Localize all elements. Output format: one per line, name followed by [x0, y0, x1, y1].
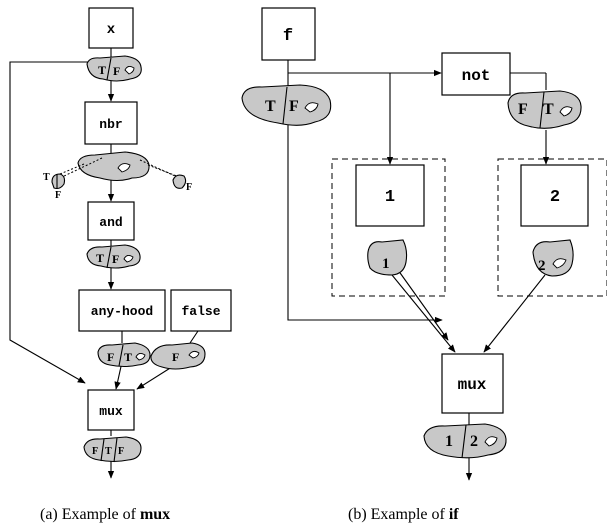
and-blob-F: F — [112, 252, 119, 266]
mux-b-blob-divider — [461, 424, 467, 459]
node-mux-b-box — [441, 353, 504, 414]
x-blob-divider — [106, 57, 112, 81]
mux-b-output-blob — [423, 423, 507, 459]
not-blob-hole — [559, 106, 573, 117]
node-anyhood-box — [78, 289, 166, 332]
and-blob-T: T — [96, 251, 104, 265]
caption-a: (a) Example of mux — [40, 506, 170, 523]
f-blob-F: F — [289, 98, 299, 115]
false-output-blob — [150, 342, 206, 370]
panel-b: f T F not F T 1 1 2 2 mux 1 2 (b) Exa — [241, 7, 607, 523]
f-output-blob — [241, 84, 332, 126]
node-anyhood-label: any-hood — [91, 304, 153, 319]
anyhood-output-blob — [97, 342, 151, 368]
nbr-dotted-link-right-1 — [139, 159, 176, 177]
edge-x-to-mux-bypass — [9, 61, 88, 384]
anyhood-blob-T: T — [124, 350, 132, 364]
nbr-output-blob — [77, 151, 150, 182]
one-output-blob — [367, 239, 408, 276]
edge-f-to-mux — [287, 124, 443, 324]
node-mux-a-box — [87, 389, 135, 431]
anyhood-blob-divider — [118, 344, 124, 367]
not-blob-divider — [539, 91, 545, 129]
f-blob-hole — [304, 102, 319, 113]
node-not-box — [441, 52, 511, 96]
anyhood-blob-hole — [135, 352, 146, 361]
mux-b-blob-1: 1 — [445, 433, 453, 450]
not-blob-F: F — [518, 101, 528, 118]
x-blob-T: T — [98, 63, 106, 77]
mux-a-blob-F2: F — [118, 446, 124, 457]
node-x-box — [88, 7, 134, 49]
false-blob-hole — [188, 350, 200, 359]
f-blob-divider — [282, 86, 288, 125]
mux-a-blob-T: T — [105, 446, 112, 457]
caption-b: (b) Example of if — [348, 506, 459, 523]
two-blob-label: 2 — [538, 258, 546, 274]
mux-a-blob-divider-1 — [100, 438, 105, 462]
node-one-box — [355, 164, 425, 227]
panel-a: x T F nbr T F F and T F any-hood — [9, 7, 232, 523]
nbr-neighbor-F2: F — [186, 182, 192, 193]
node-x-label: x — [107, 22, 116, 38]
node-false-label: false — [181, 304, 220, 319]
edge-branch2-to-mux — [483, 274, 546, 353]
node-and-label: and — [99, 215, 122, 230]
node-and-box — [87, 201, 135, 241]
node-two-label: 2 — [550, 188, 560, 207]
not-blob-T: T — [543, 101, 554, 118]
node-false-box — [170, 289, 232, 332]
and-blob-hole — [123, 254, 134, 263]
nbr-blob-hole — [117, 163, 131, 173]
node-not-label: not — [462, 67, 491, 85]
node-one-label: 1 — [385, 188, 395, 207]
mux-b-blob-hole — [484, 436, 498, 447]
two-blob-hole — [552, 258, 567, 269]
edge-branch1-to-mux-a — [397, 269, 449, 341]
mux-a-blob-divider-2 — [113, 437, 118, 463]
two-output-blob — [532, 239, 574, 277]
node-nbr-label: nbr — [99, 117, 122, 132]
edge-branch1-to-mux-b — [391, 274, 456, 353]
nbr-neighbor-blob-left — [51, 173, 66, 190]
node-mux-b-label: mux — [458, 376, 487, 394]
edge-false-blob — [189, 330, 199, 344]
node-mux-a-label: mux — [99, 404, 123, 419]
x-blob-F: F — [113, 64, 120, 78]
f-blob-T: T — [265, 98, 276, 115]
branch-true-container — [331, 158, 446, 297]
not-output-blob — [507, 90, 582, 129]
nbr-dotted-link-left-1 — [59, 163, 85, 175]
and-blob-divider — [106, 246, 112, 269]
node-two-box — [520, 164, 589, 227]
node-nbr-box — [84, 101, 138, 145]
mux-a-output-blob — [83, 436, 142, 463]
node-f-label: f — [283, 27, 293, 46]
mux-a-blob-F: F — [92, 446, 98, 457]
nbr-neighbor-F: F — [55, 190, 61, 201]
node-f-box — [261, 7, 316, 61]
false-blob-F: F — [172, 350, 179, 364]
x-output-blob — [86, 55, 142, 82]
nbr-neighbor-T: T — [43, 172, 50, 183]
branch-false-container — [497, 158, 607, 297]
anyhood-blob-F: F — [107, 350, 114, 364]
one-blob-label: 1 — [382, 256, 390, 272]
x-blob-hole — [124, 65, 135, 75]
mux-b-blob-2: 2 — [470, 433, 478, 450]
nbr-neighbor-blob-right — [172, 174, 187, 189]
